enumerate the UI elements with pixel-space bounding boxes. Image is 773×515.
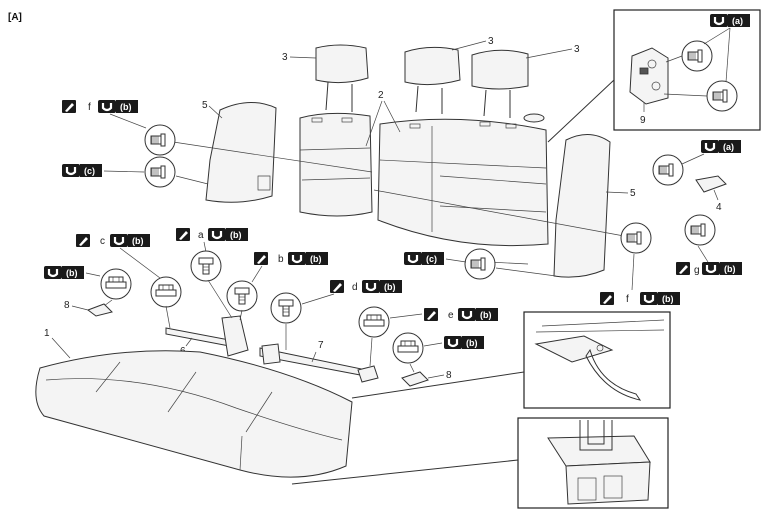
letter-g: g <box>694 265 700 276</box>
torque-wrench-icon <box>360 278 382 295</box>
f-left-torque-label: (b) <box>120 102 132 112</box>
grease-apply-icon <box>176 228 190 241</box>
figure-label: [A] <box>8 12 22 23</box>
bolt-g-group: g (b) <box>676 214 742 277</box>
inset-torque-label: (a) <box>732 16 743 26</box>
bolt-c-center-group: (c) <box>402 248 496 280</box>
torque-wrench-icon <box>402 250 424 267</box>
letter-b: b <box>278 254 284 265</box>
callout-8-right: 8 <box>446 370 452 381</box>
letter-c: c <box>100 236 105 247</box>
nut-c-group: c (b) <box>76 232 182 308</box>
bracket-7: 7 <box>259 324 379 383</box>
assembly-line <box>159 139 373 173</box>
callout-5-left: 5 <box>202 100 208 111</box>
d-bolt-torque-label: (b) <box>384 282 396 292</box>
nut-b-right-group: (b) 8 <box>392 332 484 387</box>
torque-wrench-icon <box>638 290 660 307</box>
callout-3-right: 3 <box>574 44 580 55</box>
inset-bracket-detail <box>291 417 669 509</box>
seatback-left <box>299 112 373 217</box>
callout-7: 7 <box>318 340 324 351</box>
c-left-torque-label: (c) <box>84 166 95 176</box>
e-nut-torque-label: (b) <box>480 310 492 320</box>
callout-9: 9 <box>640 115 646 126</box>
bolt-c-left-group: (c) <box>60 156 209 188</box>
callout-8-left: 8 <box>64 300 70 311</box>
inset-latch-detail: (a) (a) 9 <box>547 9 761 143</box>
torque-wrench-icon <box>206 226 228 243</box>
callout-5-right: 5 <box>630 188 636 199</box>
c-center-torque-label: (c) <box>426 254 437 264</box>
headrest-left <box>315 44 369 112</box>
torque-wrench-icon <box>699 138 721 155</box>
torque-wrench-icon <box>286 250 308 267</box>
bracket-6: 6 <box>165 279 249 357</box>
nut-e-group: e (b) <box>358 306 498 338</box>
letter-f-right: f <box>626 294 629 305</box>
letter-f-left: f <box>88 102 91 113</box>
nut-b-right-torque-label: (b) <box>466 338 478 348</box>
side-bolster-right <box>553 134 611 278</box>
torque-wrench-icon <box>60 162 82 179</box>
bolt-f-left-group: f (b) <box>62 98 176 156</box>
grease-apply-icon <box>62 100 76 113</box>
assembly-line <box>373 189 625 237</box>
grease-apply-icon <box>76 234 90 247</box>
callout-1: 1 <box>44 328 50 339</box>
torque-wrench-icon <box>708 12 730 29</box>
torque-wrench-icon <box>700 260 722 277</box>
callout-3-center: 3 <box>488 36 494 47</box>
nut-b-left-group: (b) 8 <box>42 264 132 317</box>
grease-apply-icon <box>676 262 690 275</box>
callout-3-left: 3 <box>282 52 288 63</box>
grease-apply-icon <box>330 280 344 293</box>
letter-d: d <box>352 282 358 293</box>
grease-apply-icon <box>600 292 614 305</box>
torque-wrench-icon <box>42 264 64 281</box>
b-bolt-torque-label: (b) <box>310 254 322 264</box>
bolt-b-group: b (b) <box>226 250 328 312</box>
g-torque-label: (b) <box>724 264 736 274</box>
bolt-d-group: d (b) <box>270 278 402 324</box>
bolt-f-right-group: f (b) <box>600 222 680 307</box>
headrest-center <box>404 46 461 114</box>
seatback-right <box>377 118 549 247</box>
torque-wrench-icon <box>96 98 118 115</box>
f-right-torque-label: (b) <box>662 294 674 304</box>
part4-torque-label: (a) <box>723 142 734 152</box>
torque-wrench-icon <box>442 334 464 351</box>
torque-wrench-icon <box>108 232 130 249</box>
inset-hook-detail <box>351 311 671 409</box>
letter-e: e <box>448 310 454 321</box>
a-bolt-torque-label: (b) <box>230 230 242 240</box>
retainer-clip <box>523 113 545 123</box>
nut-b-left-torque-label: (b) <box>66 268 78 278</box>
callout-2: 2 <box>378 90 384 101</box>
letter-a: a <box>198 230 204 241</box>
grease-apply-icon <box>254 252 268 265</box>
callout-4: 4 <box>716 202 722 213</box>
grease-apply-icon <box>424 308 438 321</box>
headrest-right <box>471 49 529 118</box>
torque-wrench-icon <box>456 306 478 323</box>
c-nut-torque-label: (b) <box>132 236 144 246</box>
part-4-group: (a) 4 <box>652 138 741 213</box>
bolt-a-group: a (b) <box>176 226 248 282</box>
seat-cushion: 1 <box>35 328 353 478</box>
